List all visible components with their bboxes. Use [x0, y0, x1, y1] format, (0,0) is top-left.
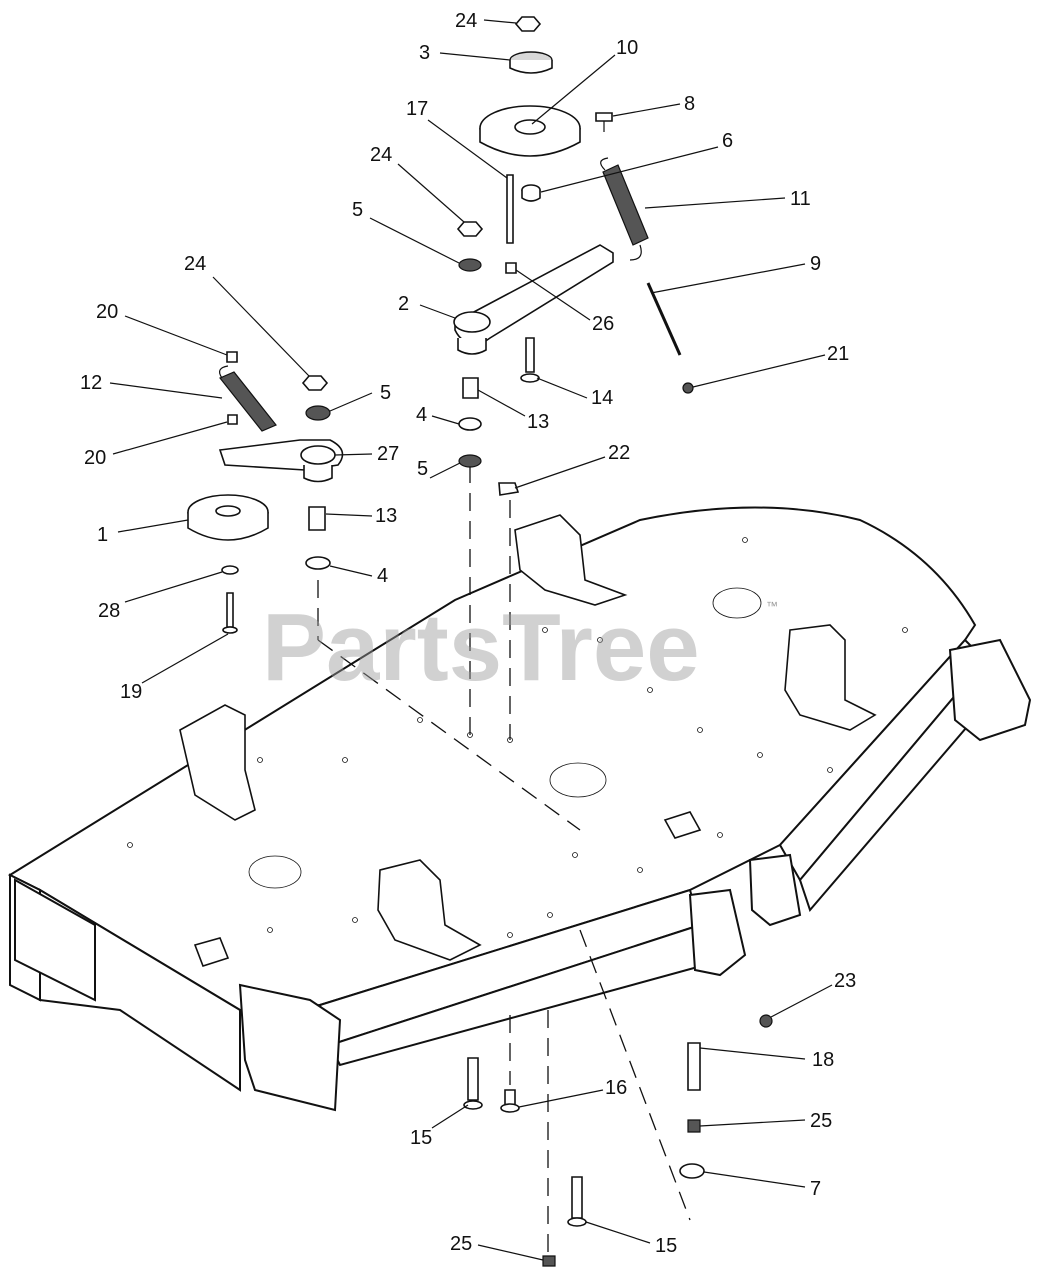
callout-22: 22 — [608, 442, 630, 464]
callout-8: 8 — [684, 93, 695, 115]
callout-4: 4 — [377, 565, 388, 587]
callout-18: 18 — [812, 1049, 834, 1071]
callout-14: 14 — [591, 387, 613, 409]
callout-24: 24 — [455, 10, 477, 32]
callout-2: 2 — [398, 293, 409, 315]
callout-24: 24 — [370, 144, 392, 166]
callout-4: 4 — [416, 404, 427, 426]
callout-21: 21 — [827, 343, 849, 365]
callout-5: 5 — [352, 199, 363, 221]
callout-25: 25 — [450, 1233, 472, 1255]
callout-13: 13 — [527, 411, 549, 433]
callout-11: 11 — [790, 188, 811, 210]
callout-5: 5 — [380, 382, 391, 404]
callout-6: 6 — [722, 130, 733, 152]
callout-labels: 24 3 10 8 17 6 24 11 5 9 24 2 26 20 21 1… — [80, 10, 856, 1257]
callout-24: 24 — [184, 253, 206, 275]
callout-13: 13 — [375, 505, 397, 527]
callout-16: 16 — [605, 1077, 627, 1099]
callout-25: 25 — [810, 1110, 832, 1132]
callout-19: 19 — [120, 681, 142, 703]
watermark-trademark: ™ — [766, 599, 778, 613]
parts — [187, 16, 773, 1267]
callout-15: 15 — [410, 1127, 432, 1149]
callout-17: 17 — [406, 98, 428, 120]
callout-10: 10 — [616, 37, 638, 59]
callout-7: 7 — [810, 1178, 821, 1200]
watermark-text: PartsTree — [262, 594, 700, 701]
callout-23: 23 — [834, 970, 856, 992]
mower-deck — [7, 506, 1032, 1112]
callout-3: 3 — [419, 42, 430, 64]
callout-20: 20 — [96, 301, 118, 323]
callout-9: 9 — [810, 253, 821, 275]
callout-5: 5 — [417, 458, 428, 480]
callout-15: 15 — [655, 1235, 677, 1257]
callout-27: 27 — [377, 443, 399, 465]
callout-12: 12 — [80, 372, 102, 394]
callout-26: 26 — [592, 313, 614, 335]
assembly-center-lines — [317, 465, 691, 1255]
callout-28: 28 — [98, 600, 120, 622]
callout-20: 20 — [84, 447, 106, 469]
callout-1: 1 — [97, 524, 108, 546]
leader-lines — [109, 19, 833, 1261]
